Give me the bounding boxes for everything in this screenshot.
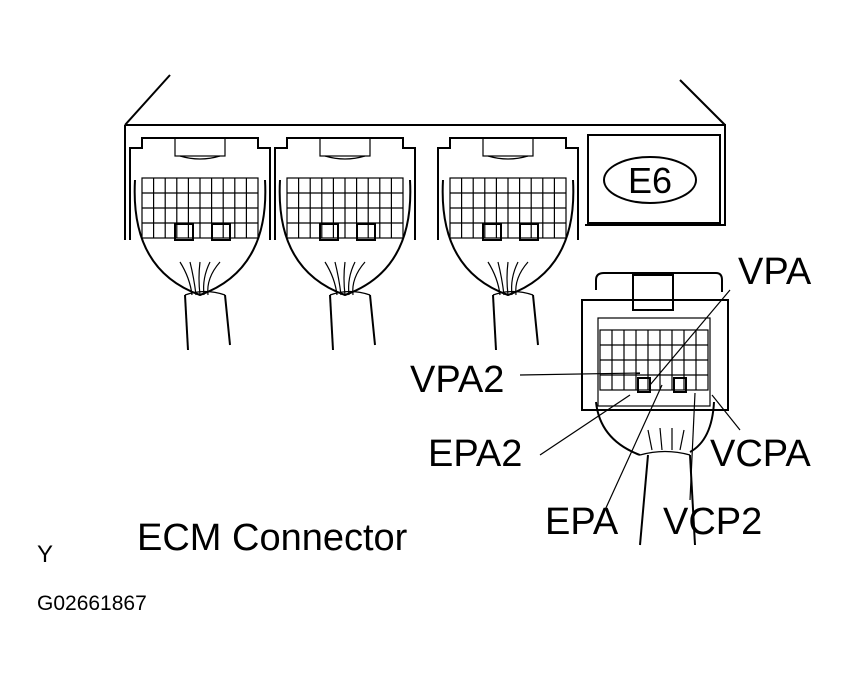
- pin-label-vpa: VPA: [738, 251, 812, 293]
- ecm-harness-connector: [274, 137, 416, 351]
- ecm-connector-group: [129, 137, 579, 351]
- e6-terminal-grid: [599, 329, 709, 393]
- leader-lines: [519, 289, 741, 511]
- pin-label-vcpa: VCPA: [710, 433, 811, 475]
- enlarged-connector: [581, 272, 729, 546]
- ecm-harness-connector: [129, 137, 271, 351]
- pin-label-vcp2: VCP2: [663, 501, 762, 543]
- connector-id-badge: E6: [587, 134, 721, 224]
- pin-label-vpa2: VPA2: [410, 359, 504, 401]
- pin-label-epa: EPA: [545, 501, 619, 543]
- figure-code: G02661867: [37, 592, 147, 615]
- connector-id-label: E6: [628, 160, 672, 201]
- footer-letter: Y: [37, 541, 53, 568]
- diagram-caption: ECM Connector: [137, 517, 408, 559]
- ecm-harness-connector: [437, 137, 579, 351]
- pin-label-epa2: EPA2: [428, 433, 522, 475]
- ecm-housing: [124, 74, 726, 240]
